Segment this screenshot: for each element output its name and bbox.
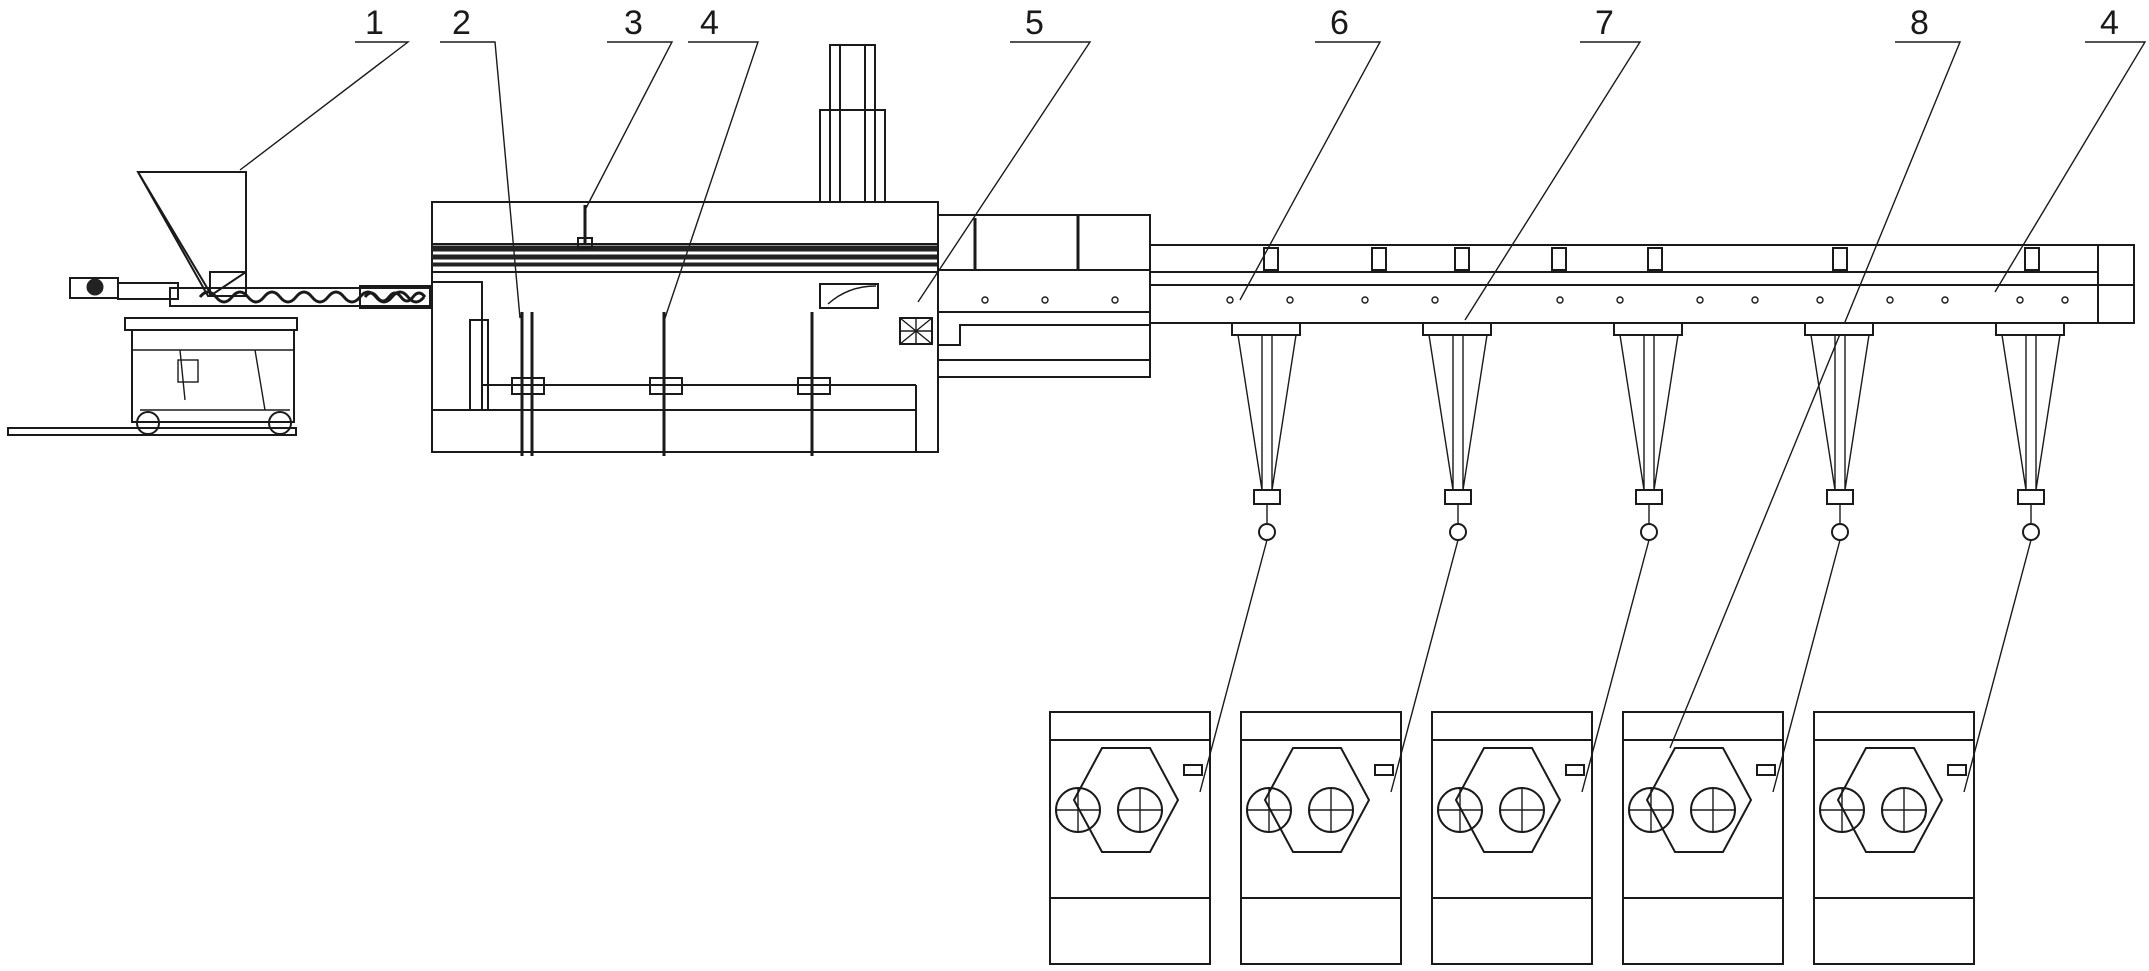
leader-lines <box>239 41 2147 749</box>
unit-2 <box>1240 322 1492 965</box>
feeder-assembly <box>7 171 431 436</box>
unit-1 <box>1049 322 1301 965</box>
label-1: 1 <box>365 4 384 42</box>
label-8: 8 <box>1910 4 1929 42</box>
label-7: 7 <box>1595 4 1614 42</box>
unit-3 <box>1431 322 1683 965</box>
label-4b: 4 <box>2100 4 2119 42</box>
label-4a: 4 <box>700 4 719 42</box>
unit-4 <box>1622 322 1874 965</box>
furnace-body <box>431 44 939 453</box>
hopper <box>136 171 247 297</box>
label-5: 5 <box>1025 4 1044 42</box>
label-texts: 1 2 3 4 5 6 7 8 4 <box>365 4 2119 42</box>
transition-section <box>937 214 1151 378</box>
label-6: 6 <box>1330 4 1349 42</box>
label-2: 2 <box>452 4 471 42</box>
label-3: 3 <box>624 4 643 42</box>
probes <box>511 312 831 456</box>
track <box>981 244 2135 324</box>
unit-5 <box>1813 322 2065 965</box>
